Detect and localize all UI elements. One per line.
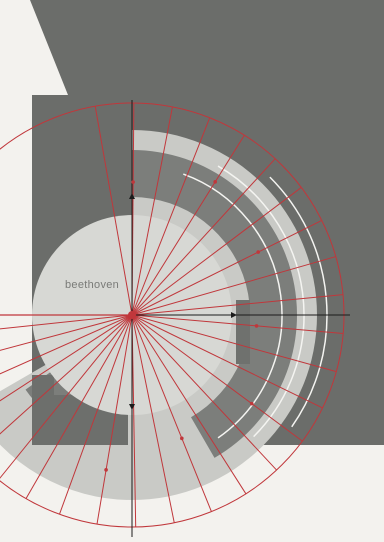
mid-gray-ring [25, 150, 297, 458]
axis-marker-top [129, 193, 135, 199]
center-hub [128, 311, 136, 319]
red-spoke [131, 219, 322, 316]
lower-left-block [32, 375, 128, 445]
red-spoke [131, 314, 137, 527]
white-arc [269, 176, 328, 428]
red-spoke [94, 106, 133, 316]
red-spoke [131, 314, 337, 373]
red-spoke [131, 106, 173, 316]
red-spoke [131, 256, 336, 316]
red-spoke [131, 314, 344, 334]
axis-marker-right [231, 312, 237, 318]
red-spoke [131, 314, 303, 442]
red-spoke [131, 314, 247, 495]
red-dot [254, 324, 259, 328]
red-spoke [59, 314, 133, 515]
red-spoke [131, 294, 344, 316]
white-arc [217, 165, 305, 438]
axis-marker-bottom [129, 404, 135, 410]
red-spoke [0, 314, 133, 330]
inner-notch [236, 300, 250, 364]
red-dots [104, 180, 260, 472]
red-dot [104, 468, 108, 472]
red-dot [256, 250, 260, 254]
red-dot [213, 180, 217, 184]
red-dot [180, 436, 184, 441]
red-spoke [131, 314, 323, 409]
red-spoke [0, 314, 133, 402]
beethoven-label: beethoven [65, 279, 119, 291]
red-spoke [131, 314, 212, 512]
red-spoke [0, 314, 133, 435]
red-spoke [131, 117, 211, 316]
red-dot [249, 401, 254, 406]
red-spoke [25, 314, 133, 499]
red-spoke [131, 314, 175, 523]
red-spoke [131, 187, 302, 316]
red-spoke [0, 314, 133, 375]
red-spoke [0, 314, 133, 351]
red-spoke [0, 314, 133, 479]
red-dot [131, 180, 135, 184]
red-spoke [96, 314, 133, 525]
red-spoke [131, 158, 276, 316]
red-spoke [131, 314, 277, 471]
red-spoke [131, 134, 245, 316]
red-radial-lines [0, 103, 344, 527]
